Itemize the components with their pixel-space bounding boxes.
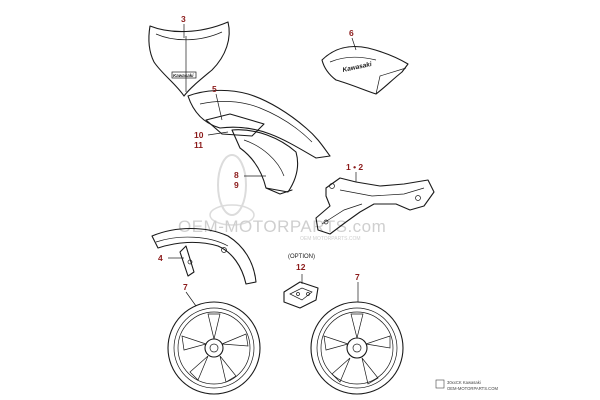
guard-brand: Kawasaki: [342, 61, 373, 74]
callout-5: 5: [212, 84, 217, 94]
windshield-brand: Kawasaki: [173, 73, 194, 78]
callout-12: 12: [296, 262, 306, 272]
callout-1-2: 1 • 2: [346, 162, 363, 172]
watermark-emblem-base: [209, 204, 255, 226]
footer-line2: OEM-MOTORPARTS.COM: [447, 386, 498, 391]
leader-10: [207, 131, 229, 136]
option-label: (OPTION): [288, 254, 315, 260]
option-rack-part: [283, 281, 319, 309]
footer-logo-icon: [435, 379, 445, 389]
callout-8: 8: [234, 170, 239, 180]
footer-mark: 30xxCK Kawasaki OEM-MOTORPARTS.COM: [435, 379, 498, 391]
callout-7b: 7: [355, 272, 360, 282]
rear-wheel-part: [310, 301, 404, 395]
front-wheel-part: [167, 301, 261, 395]
footer-line1: 30xxCK Kawasaki: [447, 380, 481, 385]
leader-7a: [185, 291, 197, 307]
leader-5: [215, 93, 223, 121]
watermark-text: OEM-MOTORPARTS.com: [178, 217, 386, 236]
cowl-part: [187, 89, 331, 195]
callout-9: 9: [234, 180, 239, 190]
frame-cover-part: [315, 177, 435, 235]
callout-7a: 7: [183, 282, 188, 292]
watermark-subtext: OEM MOTORPARTS.COM: [300, 236, 361, 242]
callout-4: 4: [158, 253, 163, 263]
callout-10: 10: [194, 130, 204, 140]
front-fender-part: [151, 228, 257, 285]
callout-3: 3: [181, 14, 186, 24]
callout-11: 11: [194, 140, 203, 150]
callout-6: 6: [349, 28, 354, 38]
guard-part: Kawasaki: [321, 45, 409, 95]
leader-6: [351, 37, 357, 51]
windshield-part: Kawasaki: [148, 21, 230, 97]
watermark-emblem: [217, 154, 247, 216]
